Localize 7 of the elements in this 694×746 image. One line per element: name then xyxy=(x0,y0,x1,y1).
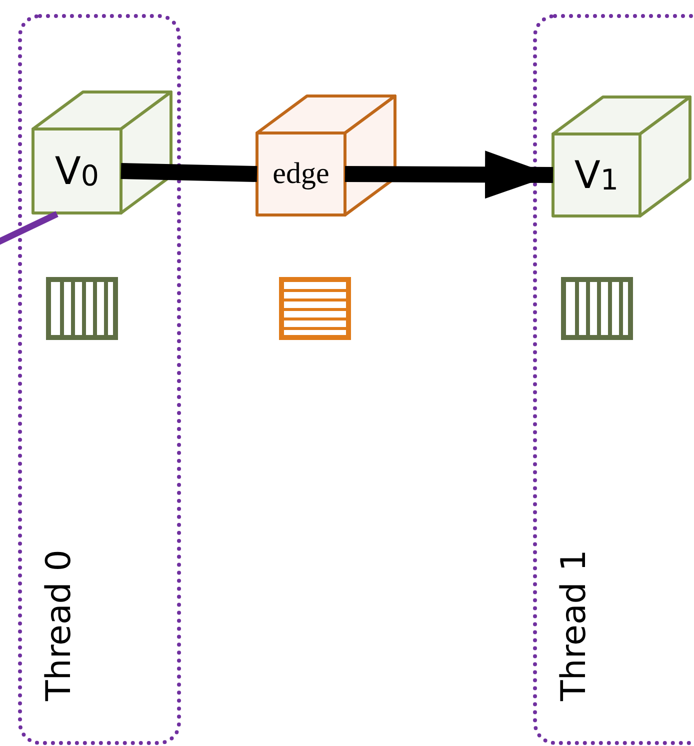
cube-box xyxy=(553,97,690,216)
arrow xyxy=(344,150,554,199)
thread-label: Thread 0 xyxy=(42,550,76,701)
thread-label: Thread 1 xyxy=(557,550,591,701)
cube-box xyxy=(33,92,171,213)
cube-box xyxy=(257,96,395,215)
cube-label: edge xyxy=(272,159,330,189)
